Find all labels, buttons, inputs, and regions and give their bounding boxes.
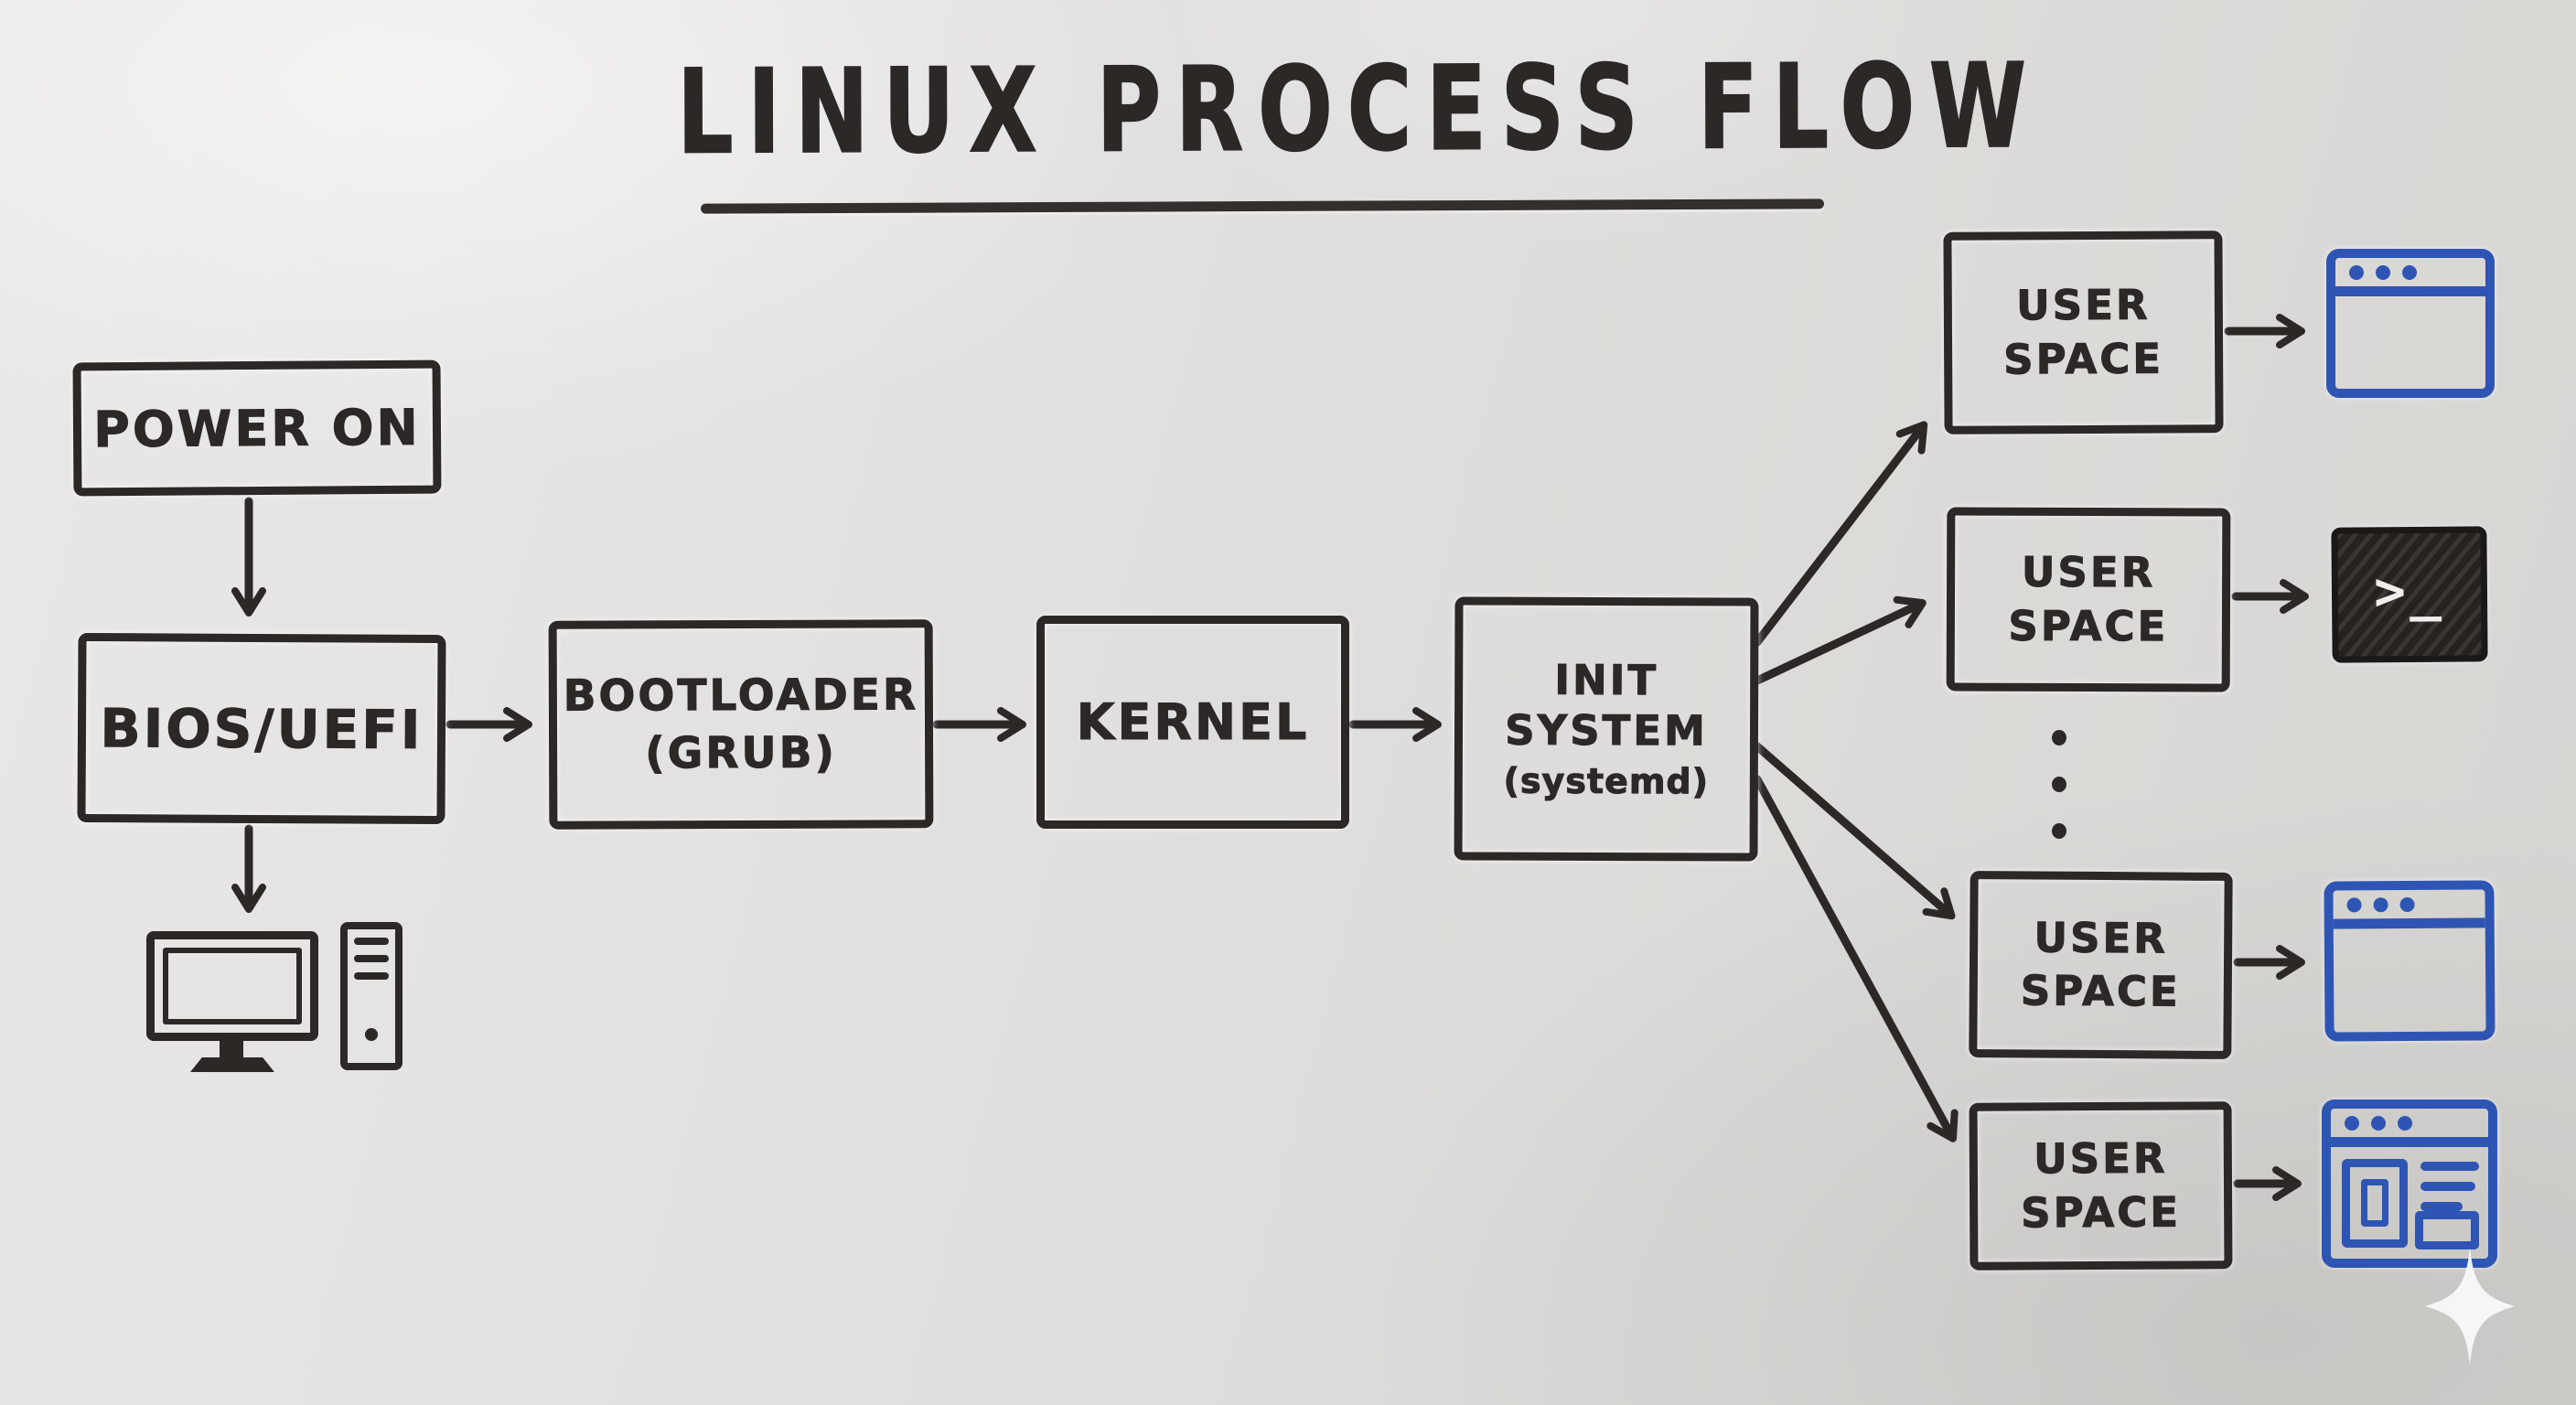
window-dot — [2373, 896, 2388, 912]
browser-window-icon — [2326, 249, 2495, 398]
tower-vent-bar — [354, 938, 389, 945]
ellipsis-dot — [2052, 730, 2066, 745]
window-dot — [2398, 1115, 2412, 1131]
window-titlebar — [2335, 258, 2485, 296]
window-dot — [2349, 264, 2364, 280]
arrow-init-to-userspace-4 — [1753, 775, 1959, 1142]
window-body — [2335, 296, 2485, 389]
window-dot — [2399, 896, 2415, 912]
node-user-space-1: USER SPACE — [1943, 231, 2224, 434]
terminal-icon: >_ — [2331, 526, 2488, 663]
text-line — [2420, 1202, 2463, 1211]
node-bootloader-label-line2: (GRUB) — [645, 727, 838, 779]
user-space-label-line1: USER — [2034, 912, 2169, 963]
content-image-placeholder — [2342, 1159, 2408, 1248]
monitor-stand-neck — [220, 1039, 243, 1059]
arrow-init-to-userspace-1 — [1753, 421, 1928, 647]
node-kernel: KERNEL — [1036, 616, 1349, 829]
node-power-on-label: POWER ON — [93, 398, 422, 458]
ellipsis-dots — [2052, 730, 2066, 870]
tower-icon — [340, 922, 402, 1070]
window-dot — [2346, 896, 2362, 912]
window-titlebar — [2331, 1109, 2488, 1147]
user-space-label-line2: SPACE — [2021, 1187, 2182, 1238]
node-bootloader: BOOTLOADER (GRUB) — [548, 619, 934, 830]
window-titlebar — [2333, 889, 2485, 929]
arrow-init-to-userspace-2 — [1753, 595, 1927, 685]
window-dot — [2402, 264, 2417, 280]
tower-vent-bar — [354, 972, 389, 980]
node-bios-uefi-label: BIOS/UEFI — [100, 696, 424, 761]
text-line — [2420, 1162, 2479, 1171]
node-bios-uefi: BIOS/UEFI — [77, 632, 446, 825]
tower-power-button — [365, 1028, 378, 1041]
window-body — [2331, 1147, 2488, 1259]
user-space-label-line2: SPACE — [2020, 966, 2181, 1016]
user-space-label-line1: USER — [2034, 1133, 2169, 1184]
node-user-space-4: USER SPACE — [1969, 1101, 2233, 1271]
arrow-init-to-userspace-3 — [1753, 742, 1956, 920]
ellipsis-dot — [2052, 777, 2066, 792]
ellipsis-dot — [2052, 823, 2066, 839]
content-image-inner — [2361, 1179, 2388, 1227]
user-space-label-line2: SPACE — [2008, 601, 2169, 651]
user-space-label-line1: USER — [2016, 280, 2152, 330]
node-init-label-line2: SYSTEM — [1505, 705, 1709, 756]
user-space-label-line2: SPACE — [2003, 334, 2164, 384]
window-dot — [2345, 1115, 2359, 1131]
sparkle-icon — [2425, 1248, 2515, 1365]
monitor-icon — [146, 931, 318, 1041]
monitor-stand-base — [190, 1057, 274, 1072]
tower-vent-bar — [354, 955, 389, 962]
content-button-placeholder — [2415, 1211, 2479, 1249]
browser-window-icon — [2324, 880, 2496, 1042]
node-init-label-line1: INIT — [1554, 655, 1659, 705]
node-kernel-label: KERNEL — [1076, 693, 1310, 752]
user-space-label-line1: USER — [2021, 547, 2156, 597]
text-line — [2420, 1182, 2475, 1191]
node-init-label-line3: (systemd) — [1503, 760, 1710, 802]
terminal-prompt-glyph: >_ — [2373, 559, 2446, 623]
desktop-computer-icon — [146, 922, 408, 1076]
window-body — [2334, 928, 2486, 1032]
node-bootloader-label-line1: BOOTLOADER — [563, 669, 919, 722]
node-power-on: POWER ON — [72, 359, 442, 497]
node-init-system: INIT SYSTEM (systemd) — [1454, 596, 1759, 862]
app-window-icon — [2322, 1099, 2497, 1268]
node-user-space-3: USER SPACE — [1969, 871, 2233, 1059]
window-dot — [2376, 264, 2390, 280]
window-dot — [2371, 1115, 2386, 1131]
content-text-lines — [2420, 1162, 2479, 1222]
monitor-screen — [163, 948, 302, 1024]
node-user-space-2: USER SPACE — [1946, 507, 2231, 692]
